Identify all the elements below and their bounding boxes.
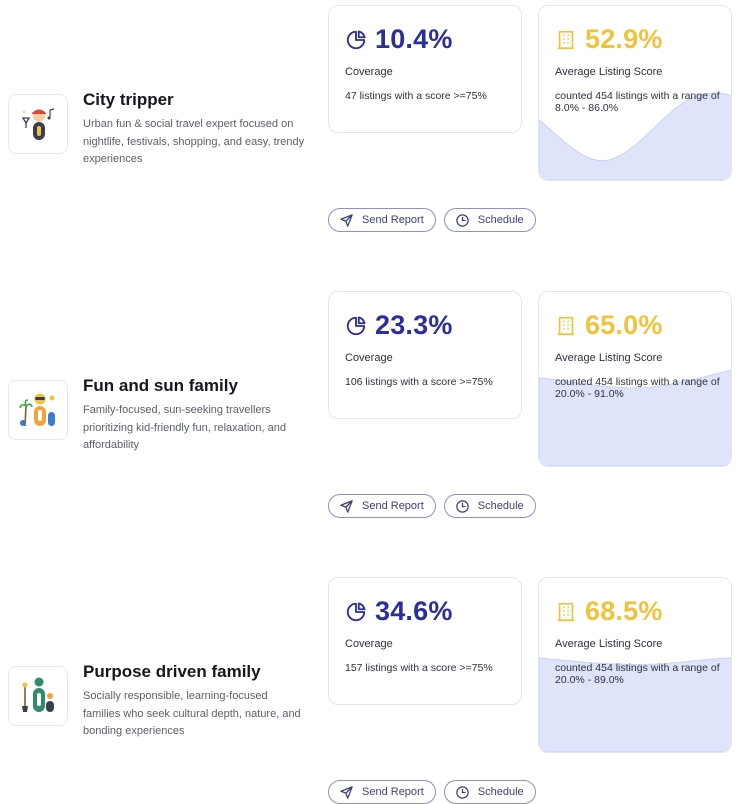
score-detail: counted 454 listings with a range of 20.… bbox=[555, 376, 720, 400]
purpose-driven-family-icon bbox=[22, 677, 54, 712]
persona-info: City tripper Urban fun & social travel e… bbox=[8, 90, 308, 165]
persona-avatar bbox=[8, 94, 68, 154]
score-value: 65.0% bbox=[585, 310, 663, 340]
persona-title: Purpose driven family bbox=[83, 662, 261, 681]
score-card: 68.5% Average Listing Score counted 454 … bbox=[538, 577, 732, 753]
persona-actions: Send Report Schedule bbox=[328, 494, 536, 518]
persona-actions: Send Report Schedule bbox=[328, 780, 536, 804]
score-distribution-area bbox=[539, 657, 731, 752]
coverage-label: Coverage bbox=[345, 352, 393, 364]
score-detail: counted 454 listings with a range of 8.0… bbox=[555, 90, 720, 114]
clock-icon bbox=[456, 499, 469, 513]
persona-section-fun-and-sun-family: Fun and sun family Family-focused, sun-s… bbox=[0, 286, 745, 536]
schedule-button[interactable]: Schedule bbox=[443, 780, 536, 804]
coverage-metric: 34.6% bbox=[345, 596, 453, 627]
score-distribution-area bbox=[539, 92, 731, 180]
score-label: Average Listing Score bbox=[555, 352, 663, 364]
score-label: Average Listing Score bbox=[555, 66, 663, 78]
persona-info: Fun and sun family Family-focused, sun-s… bbox=[8, 376, 308, 451]
send-report-button[interactable]: Send Report bbox=[328, 494, 436, 518]
persona-title: City tripper bbox=[83, 90, 174, 109]
clock-icon bbox=[456, 213, 469, 227]
persona-section-city-tripper: City tripper Urban fun & social travel e… bbox=[0, 0, 745, 250]
persona-description: Urban fun & social travel expert focused… bbox=[83, 118, 305, 165]
coverage-value: 23.3% bbox=[375, 310, 453, 340]
persona-actions: Send Report Schedule bbox=[328, 208, 536, 232]
send-report-label: Send Report bbox=[362, 214, 424, 226]
score-card: 52.9% Average Listing Score counted 454 … bbox=[538, 5, 732, 181]
send-report-label: Send Report bbox=[362, 786, 424, 798]
coverage-card: 23.3% Coverage 106 listings with a score… bbox=[328, 291, 522, 419]
score-detail: counted 454 listings with a range of 20.… bbox=[555, 662, 720, 686]
score-distribution-area bbox=[539, 369, 731, 466]
persona-avatar bbox=[8, 380, 68, 440]
schedule-label: Schedule bbox=[477, 786, 524, 798]
coverage-card: 34.6% Coverage 157 listings with a score… bbox=[328, 577, 522, 705]
coverage-label: Coverage bbox=[345, 66, 393, 78]
send-icon bbox=[340, 785, 353, 799]
coverage-value: 34.6% bbox=[375, 596, 453, 626]
coverage-label: Coverage bbox=[345, 638, 393, 650]
building-icon bbox=[557, 602, 575, 621]
coverage-card: 10.4% Coverage 47 listings with a score … bbox=[328, 5, 522, 133]
persona-section-purpose-driven-family: Purpose driven family Socially responsib… bbox=[0, 572, 745, 804]
persona-title: Fun and sun family bbox=[83, 376, 238, 395]
coverage-metric: 23.3% bbox=[345, 310, 453, 341]
clock-icon bbox=[456, 785, 469, 799]
score-metric: 65.0% bbox=[555, 310, 663, 341]
fun-and-sun-family-icon bbox=[19, 393, 55, 427]
persona-avatar bbox=[8, 666, 68, 726]
pie-chart-icon bbox=[346, 315, 366, 335]
score-value: 52.9% bbox=[585, 24, 663, 54]
score-card: 65.0% Average Listing Score counted 454 … bbox=[538, 291, 732, 467]
building-icon bbox=[557, 30, 575, 49]
persona-description: Socially responsible, learning-focused f… bbox=[83, 690, 301, 737]
persona-info: Purpose driven family Socially responsib… bbox=[8, 662, 308, 737]
schedule-label: Schedule bbox=[477, 500, 524, 512]
coverage-value: 10.4% bbox=[375, 24, 453, 54]
pie-chart-icon bbox=[346, 601, 366, 621]
send-icon bbox=[340, 213, 353, 227]
city-tripper-icon bbox=[21, 108, 55, 140]
score-value: 68.5% bbox=[585, 596, 663, 626]
pie-chart-icon bbox=[346, 29, 366, 49]
coverage-detail: 106 listings with a score >=75% bbox=[345, 376, 493, 388]
send-report-button[interactable]: Send Report bbox=[328, 208, 436, 232]
schedule-button[interactable]: Schedule bbox=[443, 208, 536, 232]
coverage-detail: 47 listings with a score >=75% bbox=[345, 90, 487, 102]
schedule-button[interactable]: Schedule bbox=[443, 494, 536, 518]
building-icon bbox=[557, 316, 575, 335]
persona-description: Family-focused, sun-seeking travellers p… bbox=[83, 404, 286, 451]
schedule-label: Schedule bbox=[477, 214, 524, 226]
coverage-metric: 10.4% bbox=[345, 24, 453, 55]
send-report-label: Send Report bbox=[362, 500, 424, 512]
send-report-button[interactable]: Send Report bbox=[328, 780, 436, 804]
coverage-detail: 157 listings with a score >=75% bbox=[345, 662, 493, 674]
score-label: Average Listing Score bbox=[555, 638, 663, 650]
score-metric: 52.9% bbox=[555, 24, 663, 55]
score-metric: 68.5% bbox=[555, 596, 663, 627]
send-icon bbox=[340, 499, 353, 513]
